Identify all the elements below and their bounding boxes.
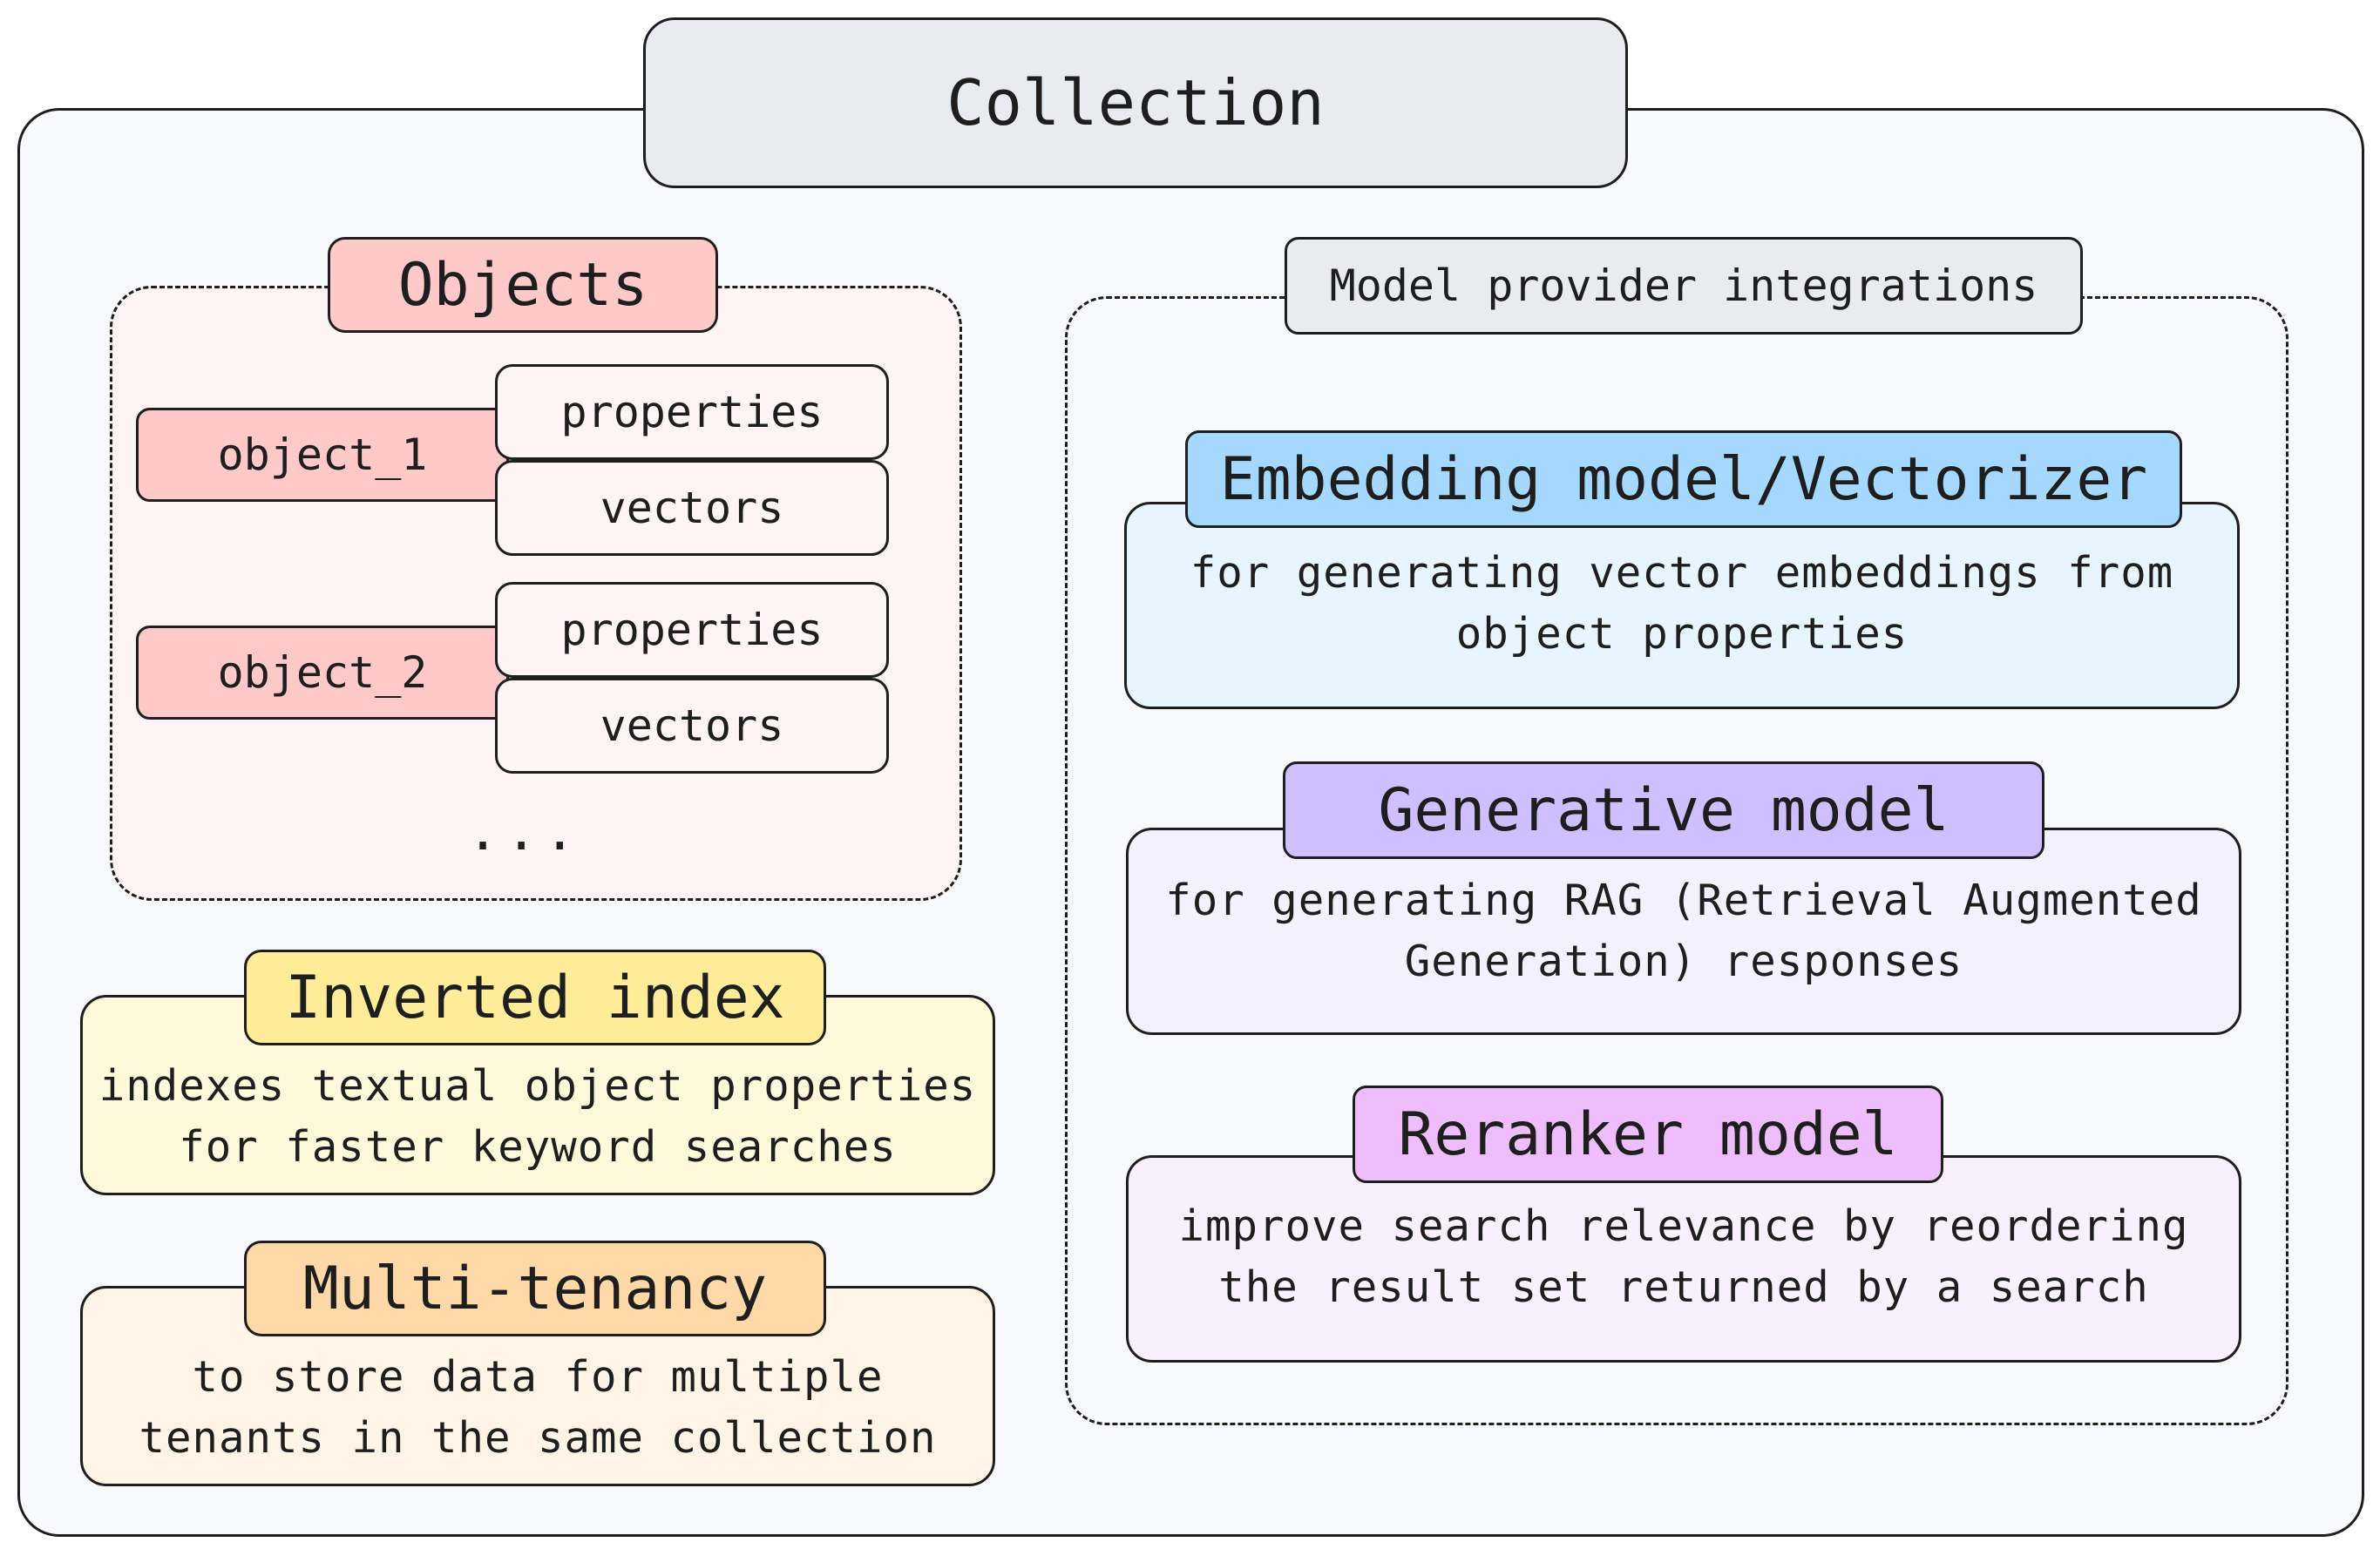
inverted-index-title: Inverted index — [244, 950, 826, 1045]
inverted-index-description: indexes textual object properties for fa… — [98, 1061, 977, 1172]
object-1-label: object_1 — [136, 408, 509, 502]
object-2-properties: properties — [495, 582, 889, 678]
collection-title: Collection — [643, 17, 1628, 188]
object-2-label: object_2 — [136, 626, 509, 720]
model-provider-title: Model provider integrations — [1285, 237, 2083, 335]
generative-description: for generating RAG (Retrieval Augmented … — [1165, 876, 2202, 986]
generative-box — [1126, 828, 2241, 1035]
object-1-vectors: vectors — [495, 460, 889, 556]
reranker-description: improve search relevance by reordering t… — [1178, 1201, 2189, 1312]
embedding-title: Embedding model/Vectorizer — [1185, 430, 2182, 528]
reranker-title: Reranker model — [1353, 1086, 1943, 1183]
multi-tenancy-description: to store data for multiple tenants in th… — [139, 1352, 937, 1463]
embedding-description: for generating vector embeddings from ob… — [1190, 548, 2174, 659]
objects-ellipsis: ... — [467, 802, 583, 862]
generative-title: Generative model — [1283, 761, 2044, 859]
objects-title: Objects — [328, 237, 718, 333]
object-1-properties: properties — [495, 364, 889, 460]
object-2-vectors: vectors — [495, 678, 889, 774]
multi-tenancy-title: Multi-tenancy — [244, 1241, 826, 1336]
